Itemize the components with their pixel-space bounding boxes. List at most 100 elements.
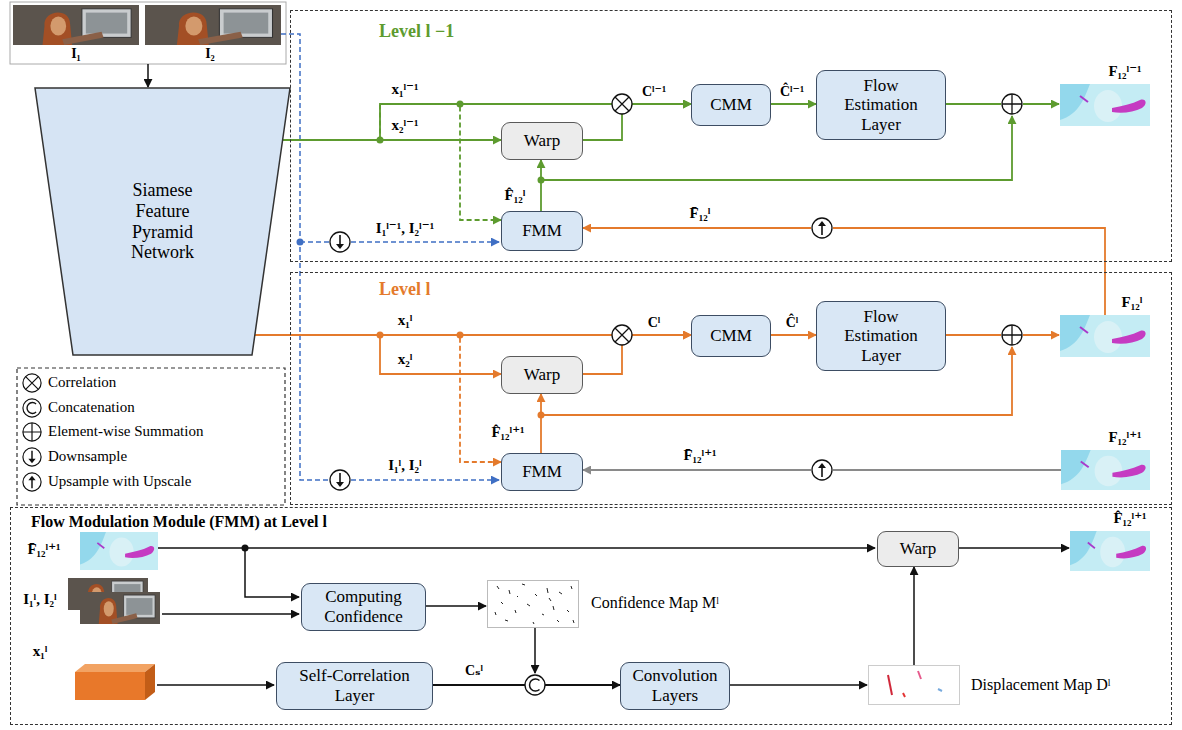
node-text: Warp — [524, 131, 560, 151]
legend-text: Concatenation — [48, 399, 135, 416]
connector — [255, 335, 501, 374]
legend-text: Upsample with Upscale — [48, 473, 191, 490]
connector — [771, 103, 816, 105]
flow-wire — [833, 469, 1061, 471]
math-label: Displacement Map Dˡ — [970, 676, 1112, 694]
module-box: Computing Confidence — [301, 583, 426, 631]
image-wire — [351, 241, 499, 243]
frame-photo — [80, 592, 160, 624]
junction-dot — [297, 239, 304, 246]
connector — [255, 335, 501, 462]
module-box: FMM — [501, 453, 583, 491]
module-box: Flow Estimation Layer — [816, 70, 946, 140]
summation-symbol — [1002, 325, 1022, 345]
module-wire — [913, 567, 915, 665]
input-arrow — [147, 64, 149, 87]
math-label: F̄₁₂ˡ⁺¹ — [26, 541, 61, 558]
math-label: I₁ˡ⁻¹, I₂ˡ⁻¹ — [375, 220, 435, 237]
math-label: I₁ — [70, 46, 82, 62]
node-text: Flow Estimation Layer — [831, 307, 931, 366]
correlation-symbol — [612, 325, 632, 345]
math-label: F̂₁₂ˡ⁺¹ — [1112, 510, 1147, 527]
feature-cuboid — [75, 672, 145, 700]
node-text: Warp — [524, 365, 560, 385]
group-heading: Level l — [379, 279, 431, 300]
module-box: Convolution Layers — [620, 662, 730, 710]
edge-label: Ĉˡ⁻¹ — [779, 84, 805, 100]
frame-photo — [13, 5, 139, 45]
upsample-symbol — [812, 460, 832, 480]
connector — [771, 334, 816, 336]
image-wire — [351, 479, 499, 481]
flow-wire — [583, 227, 811, 229]
connector — [540, 160, 542, 211]
connector — [283, 104, 501, 220]
edge-label: Cˡ⁻¹ — [641, 84, 667, 100]
math-label: I₁ˡ, I₂ˡ — [387, 457, 423, 474]
flow-image — [1060, 315, 1150, 357]
frame-photo — [145, 5, 281, 45]
module-wire — [958, 547, 1069, 549]
legend-text: Downsample — [48, 448, 127, 465]
math-label: F̂₁₂ˡ — [504, 187, 527, 204]
module-wire — [728, 684, 867, 686]
group-heading: Level l −1 — [379, 21, 454, 42]
module-wire — [157, 684, 274, 686]
module-box: CMM — [691, 315, 771, 357]
node-text: Convolution Layers — [627, 666, 723, 705]
math-label: x₁ˡ — [32, 643, 49, 660]
legend-symbol — [23, 399, 41, 417]
math-label: I₁ˡ, I₂ˡ — [22, 591, 58, 608]
warp-box: Warp — [501, 356, 583, 394]
math-label: x₂ˡ⁻¹ — [390, 117, 419, 134]
warp-box: Warp — [501, 122, 583, 160]
flow-wire — [1023, 103, 1059, 105]
upsample-symbol — [812, 218, 832, 238]
math-label: F₁₂ˡ⁺¹ — [1107, 429, 1142, 446]
flow-image — [1070, 531, 1150, 571]
node-text: Warp — [900, 539, 936, 559]
confidence-map — [488, 581, 579, 628]
concatenation-symbol — [525, 675, 545, 695]
downsample-symbol — [330, 470, 350, 490]
edge-label: Cˡ — [647, 315, 662, 331]
feature-cuboid — [75, 664, 155, 672]
flow-wire — [945, 103, 1001, 105]
node-text: FMM — [522, 462, 562, 482]
legend-symbol — [23, 448, 41, 466]
module-wire — [162, 613, 299, 615]
summation-symbol — [1002, 94, 1022, 114]
module-box: Self-Correlation Layer — [276, 662, 433, 710]
pyramid-network: Siamese Feature Pyramid Network — [35, 88, 290, 355]
node-text: Flow Estimation Layer — [831, 76, 931, 135]
math-label: I₂ — [204, 46, 216, 62]
node-text: Computing Confidence — [309, 587, 419, 626]
connector — [583, 335, 691, 374]
module-wire — [425, 605, 486, 607]
connector — [540, 394, 542, 453]
module-wire — [158, 547, 875, 549]
edge-label: Ĉˡ — [785, 315, 800, 331]
flow-wire — [1023, 334, 1059, 336]
edge-label: Cₛˡ — [464, 663, 484, 679]
warp-box: Warp — [877, 531, 959, 567]
flow-wire — [945, 334, 1001, 336]
correlation-symbol — [612, 94, 632, 114]
group-heading: Flow Modulation Module (FMM) at Level l — [31, 513, 327, 531]
node-text: CMM — [710, 95, 752, 115]
legend-text: Correlation — [48, 374, 116, 391]
flow-wire — [583, 469, 811, 471]
legend-symbol — [23, 423, 41, 441]
math-label: F̂₁₂ˡ⁺¹ — [490, 424, 525, 441]
module-wire — [534, 628, 536, 673]
module-box: Flow Estimation Layer — [816, 301, 946, 371]
legend-symbol — [23, 374, 41, 392]
node-text: FMM — [522, 221, 562, 241]
math-label: x₁ˡ⁻¹ — [390, 81, 419, 98]
feature-cuboid — [145, 664, 155, 700]
image-wire — [300, 241, 329, 243]
displacement-map — [869, 666, 960, 705]
math-label: F₁₂ˡ — [1121, 294, 1144, 311]
flow-image — [1060, 84, 1150, 126]
